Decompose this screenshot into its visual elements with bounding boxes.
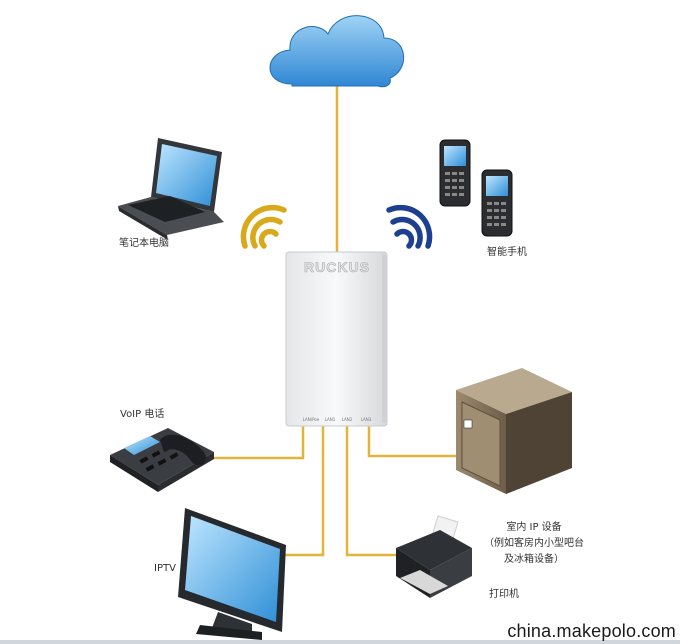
printer-icon [396,515,472,598]
iptv-cable [282,424,325,557]
label-indoor-line: 及冰箱设备） [504,554,564,565]
laptop-icon [118,138,224,240]
wifi-signal-right-icon [386,204,433,249]
ap-brand-logo: RUCKUS [304,259,370,275]
cloud-icon [269,15,405,88]
label-laptop: 笔记本电脑 [119,238,169,249]
ap-port-label: LAN3 [361,417,372,422]
watermark: china.makepolo.com [507,621,676,641]
label-indoor-line: （例如客房内小型吧台 [484,538,584,549]
access-point: RUCKUS LAN/Poe LAN1 LAN2 LAN3 [285,251,388,427]
label-indoor-line: 室内 IP 设备 [506,522,562,533]
cabinet-device-icon [456,368,572,494]
voip-cable [205,424,305,460]
label-iptv: IPTV [154,563,176,574]
label-indoor-device: 室内 IP 设备 （例如客房内小型吧台 及冰箱设备） [484,520,584,568]
watermark-bar [0,640,680,644]
smartphone-icon [439,139,471,207]
smartphone-icon [481,169,513,237]
ap-port-label: LAN/Poe [303,417,320,422]
cables [205,82,456,557]
wifi-signal-left-icon [240,204,287,249]
voip-phone-icon [110,428,214,492]
label-voip-phone: VoIP 电话 [120,409,165,420]
ap-port-label: LAN1 [325,417,336,422]
indoor-device-cable [367,424,456,458]
printer-cable [345,424,398,557]
ap-port-label: LAN2 [342,417,353,422]
tv-monitor-icon [178,508,286,640]
label-printer: 打印机 [489,589,519,600]
label-smartphones: 智能手机 [487,247,527,258]
